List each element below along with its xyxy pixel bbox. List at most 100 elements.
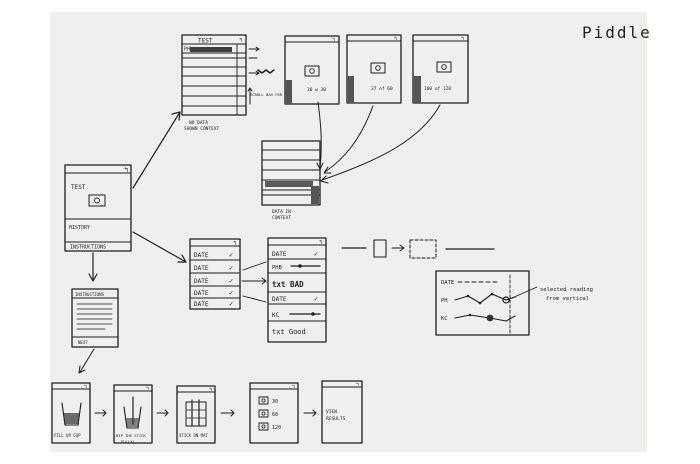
step-1-back-icon[interactable]: ↰: [84, 384, 87, 390]
selected-ph-point[interactable]: [502, 296, 510, 304]
step-4-back-icon[interactable]: ↰: [292, 384, 295, 390]
graph-note-2: from vertical: [546, 296, 589, 302]
svg-text:✓: ✓: [229, 300, 233, 308]
result-1-back-icon[interactable]: ↰: [332, 37, 335, 43]
cup-with-stick-icon: [123, 406, 142, 429]
instructions-header: INSTRUCTIONS: [75, 292, 104, 297]
svg-text:DATE: DATE: [194, 301, 209, 308]
detail-back-icon[interactable]: ↰: [319, 239, 323, 246]
step-screen-dip-stick: ↰ DIP THE STICK FULLY!: [113, 384, 153, 444]
flow-arrows-results: [316, 101, 441, 184]
history-row[interactable]: DATE ✓: [189, 264, 241, 274]
selected-kc-point[interactable]: [486, 314, 494, 322]
step-1-caption: FILL UP CUP: [54, 433, 81, 438]
history-back-icon[interactable]: ↰: [233, 240, 237, 247]
dashed-screen-box: [409, 239, 437, 259]
detail-ph-label: PHB: [272, 265, 283, 271]
result-2-back-icon[interactable]: ↰: [394, 36, 397, 42]
kc-trend-line: [454, 314, 516, 322]
step-arrow: [220, 409, 235, 417]
result-1-caption: 30 w 30: [307, 87, 326, 93]
svg-text:DATE: DATE: [194, 265, 209, 272]
home-back-icon[interactable]: ↰: [124, 166, 128, 174]
result-3-back-icon[interactable]: ↰: [461, 36, 464, 42]
graph-date-label: DATE: [441, 280, 454, 286]
step-5-back-icon[interactable]: ↰: [356, 382, 359, 388]
detail-good-text: txt Good: [272, 328, 306, 336]
step-2-caption: DIP THE STICK: [116, 433, 146, 438]
step-3-back-icon[interactable]: ↰: [209, 387, 212, 393]
step-screen-stick-mat: ↰ STICK ON MAT: [176, 385, 216, 444]
detail-check-icon-2: ✓: [314, 295, 318, 303]
step-screen-timers: ↰ 30 60 120: [249, 382, 299, 444]
test-ph-label: PH: [184, 47, 190, 53]
instructions-next[interactable]: NEXT: [78, 340, 88, 345]
graph-note-1: selected reading: [540, 287, 593, 293]
timer-row: 60: [258, 409, 278, 418]
detail-bad-text: txt BAD: [272, 280, 304, 289]
history-row[interactable]: DATE ✓: [189, 277, 241, 287]
detail-check-icon: ✓: [314, 250, 318, 258]
scribble-mark: [257, 69, 275, 74]
mat-icon: [185, 401, 207, 427]
ph-slider-knob[interactable]: [298, 264, 302, 268]
svg-text:DATE: DATE: [194, 290, 209, 297]
step-screen-fill-cup: ↰ FILL UP CUP: [51, 382, 91, 444]
test-caption-2: SHOWN CONTEXT: [184, 126, 220, 132]
context-bar: [311, 186, 319, 204]
cup-icon: [61, 402, 82, 426]
flow-arrows-home: [88, 111, 187, 282]
step-arrow: [156, 409, 169, 417]
kc-slider-knob[interactable]: [311, 312, 315, 316]
home-screen: ↰ TEST HISTORY INSTRUCTIONS: [64, 164, 132, 252]
home-test-label[interactable]: TEST: [71, 184, 86, 191]
history-row[interactable]: DATE ✓: [189, 251, 241, 261]
graph-panel: DATE PH KC selected reading from vertica…: [435, 270, 593, 336]
step-arrow: [94, 409, 107, 417]
instructions-screen: INSTRUCTIONS NEXT: [71, 288, 119, 374]
flow-right: [341, 239, 495, 259]
step-arrow: [303, 409, 317, 417]
svg-text:120: 120: [272, 425, 281, 431]
step-2-subcaption: FULLY!: [121, 439, 135, 444]
context-caption-2: CONTEXT: [272, 215, 291, 221]
svg-text:✓: ✓: [229, 289, 233, 297]
step-3-caption: STICK ON MAT: [179, 433, 208, 438]
svg-text:DATE: DATE: [194, 278, 209, 285]
flow-arrows-history: [241, 261, 267, 303]
detail-date-mid: DATE: [272, 296, 287, 303]
scroll-note: SCROLL BAR FOR: [250, 92, 283, 97]
data-context-screen: DATA IN CONTEXT: [261, 140, 321, 221]
history-row[interactable]: DATE ✓: [189, 289, 241, 299]
test-list-screen: TEST ↰ PH NO DATA SHOWN CONTEXT SCROLL B…: [181, 34, 283, 132]
svg-text:✓: ✓: [229, 251, 233, 259]
small-screen-box: [373, 239, 387, 258]
ph-trend-line: [454, 293, 516, 304]
history-row[interactable]: DATE ✓: [194, 300, 233, 308]
detail-screen: ↰ DATE ✓ PHB txt BAD DATE ✓ KC txt Good: [267, 237, 327, 343]
svg-text:✓: ✓: [229, 264, 233, 272]
svg-text:30: 30: [272, 399, 278, 405]
context-caption-1: DATA IN: [272, 209, 291, 215]
camera-icon[interactable]: [88, 194, 106, 207]
timer-row: 30: [258, 396, 278, 405]
svg-text:✓: ✓: [229, 277, 233, 285]
graph-kc-label: KC: [441, 316, 448, 322]
result-3-bar: [413, 76, 421, 103]
test-list-header: TEST: [198, 38, 213, 45]
result-2-bar: [347, 76, 354, 103]
detail-kc-label: KC: [272, 312, 280, 319]
result-screen-3: ↰ 100 of 120: [412, 34, 469, 104]
result-screen-1: ↰ 30 w 30: [284, 35, 340, 105]
home-history-label[interactable]: HISTORY: [69, 225, 90, 231]
step-2-back-icon[interactable]: ↰: [146, 386, 149, 392]
home-instructions-label[interactable]: INSTRUCTIONS: [70, 245, 106, 251]
test-back-icon[interactable]: ↰: [239, 37, 243, 44]
timer-row: 120: [258, 422, 281, 431]
graph-ph-label: PH: [441, 298, 448, 304]
result-1-bar: [285, 80, 292, 104]
